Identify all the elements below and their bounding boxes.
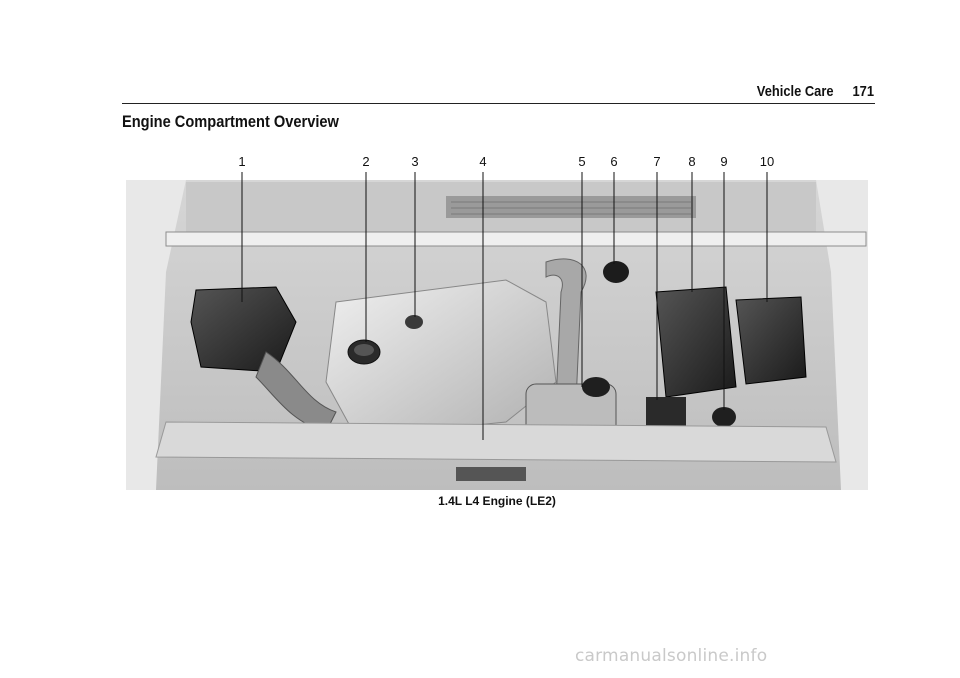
page-title: Engine Compartment Overview	[122, 112, 339, 131]
hood-latch	[456, 467, 526, 481]
callout-4: 4	[479, 154, 486, 169]
page-number: 171	[852, 82, 874, 100]
brake-fluid-cap	[603, 261, 629, 283]
header-rule	[122, 103, 875, 104]
battery	[655, 286, 737, 398]
callout-7: 7	[653, 154, 660, 169]
watermark: carmanualsonline.info	[575, 646, 768, 666]
dipstick-handle	[405, 315, 423, 329]
figure-caption: 1.4L L4 Engine (LE2)	[438, 494, 556, 508]
washer-fluid-cap	[712, 407, 736, 427]
right-fender	[816, 180, 868, 490]
callout-3: 3	[411, 154, 418, 169]
fuse-block	[735, 296, 807, 385]
callout-1: 1	[238, 154, 245, 169]
running-header: Vehicle Care 171	[690, 80, 874, 102]
coolant-cap	[582, 377, 610, 397]
battery-bracket	[646, 397, 686, 427]
strut-brace	[165, 231, 867, 247]
left-fender	[126, 180, 186, 490]
callout-10: 10	[760, 154, 774, 169]
air-cleaner	[190, 286, 297, 373]
callout-9: 9	[720, 154, 727, 169]
callout-8: 8	[688, 154, 695, 169]
radiator-support	[155, 421, 837, 463]
section-name: Vehicle Care	[756, 82, 834, 100]
callout-6: 6	[610, 154, 617, 169]
engine-illustration: 1 2 3 4 5 6 7 8 9 10	[126, 154, 868, 490]
callout-2: 2	[362, 154, 369, 169]
engine-figure: 1 2 3 4 5 6 7 8 9 10	[126, 152, 868, 492]
callout-5: 5	[578, 154, 585, 169]
